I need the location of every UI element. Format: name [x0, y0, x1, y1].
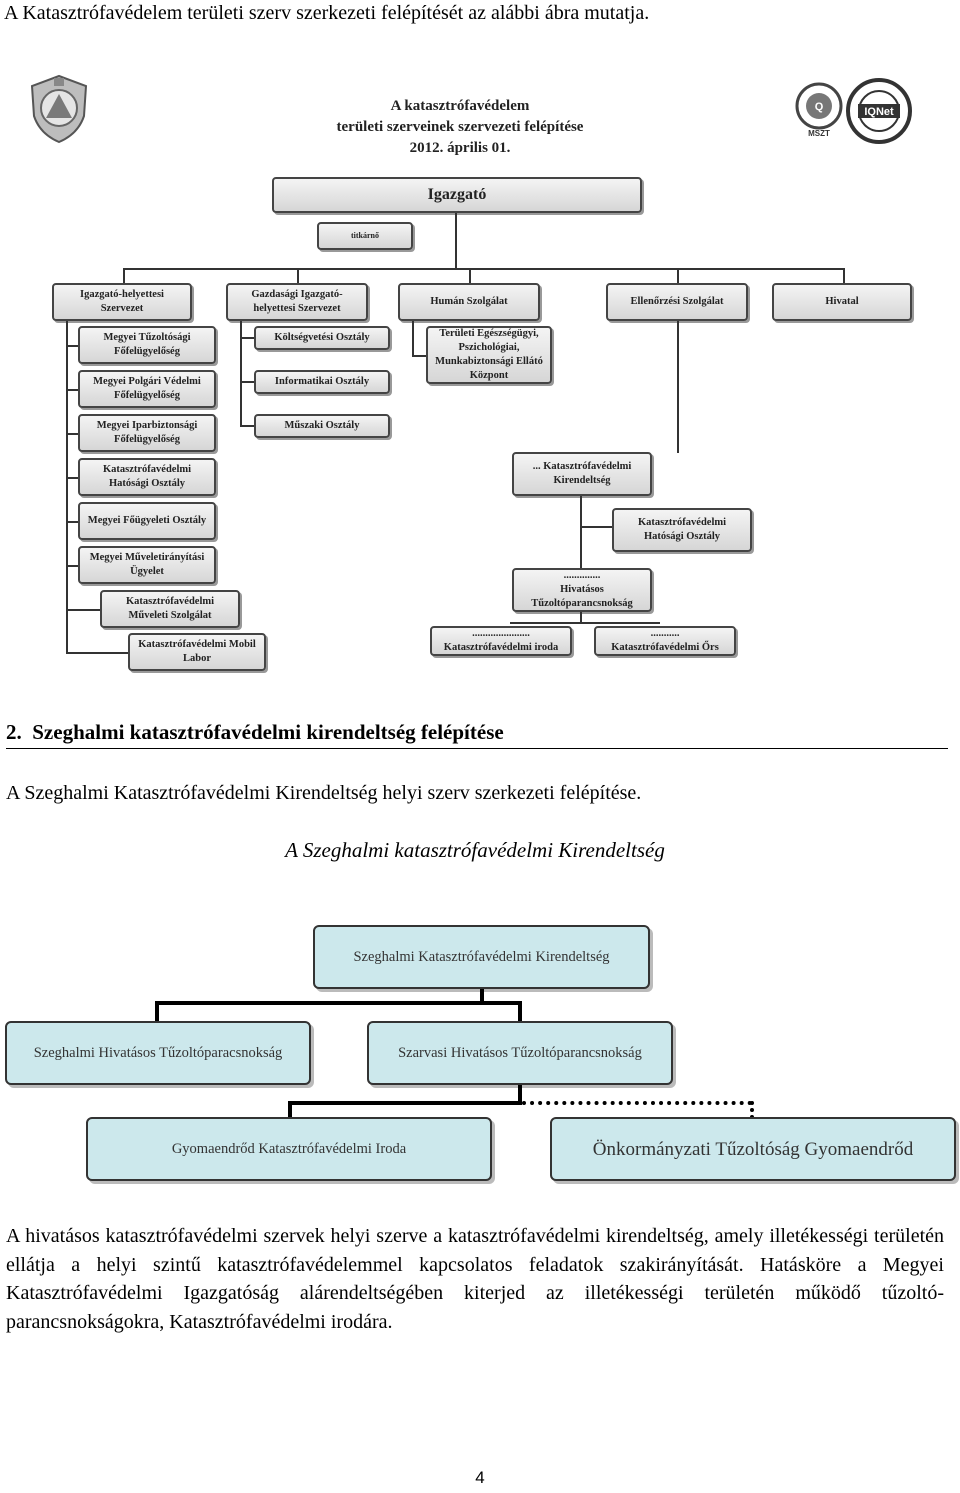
connector — [518, 1001, 522, 1021]
connector — [123, 268, 843, 270]
dept-human-service: Humán Szolgálat — [398, 283, 540, 321]
mszt-cert-logo: Q MSZT — [795, 82, 843, 138]
branch-authority-box: Katasztrófavédelmi Hatósági Osztály — [612, 508, 752, 552]
section-number: 2. — [6, 720, 22, 744]
connector — [580, 612, 582, 624]
fire-command-box: .............. Hivatásos Tűzoltóparancsn… — [512, 568, 652, 612]
unit-fire-inspectorate: Megyei Tűzoltósági Főfelügyelőség — [78, 326, 216, 364]
connector — [580, 496, 582, 568]
body-paragraph: A hivatásos katasztrófavédelmi szervek h… — [6, 1225, 944, 1333]
connector — [469, 268, 471, 284]
section-heading: 2. Szeghalmi katasztrófavédelmi kirendel… — [6, 720, 948, 749]
connector — [155, 1001, 522, 1005]
org-chart-title: A katasztrófavédelem területi szerveinek… — [300, 96, 620, 159]
connector — [297, 268, 299, 284]
placeholder-dots: .............. — [563, 570, 601, 581]
connector — [412, 321, 414, 357]
iqnet-cert-logo: IQNet — [846, 78, 912, 144]
connector — [66, 433, 78, 435]
dotted-connector — [750, 1101, 754, 1119]
unit-mobile-lab: Katasztrófavédelmi Mobil Labor — [128, 633, 266, 671]
connector — [843, 268, 845, 284]
svg-text:IQNet: IQNet — [864, 106, 894, 118]
connector — [240, 321, 242, 425]
svg-text:MSZT: MSZT — [808, 129, 830, 138]
fire-command-label: Hivatásos Tűzoltóparancsnokság — [531, 584, 633, 609]
placeholder-dots: ...................... — [472, 628, 530, 639]
connector — [240, 337, 254, 339]
svg-text:Q: Q — [815, 101, 824, 113]
left-child-box: Szeghalmi Hivatásos Tűzoltóparacsnokság — [5, 1021, 311, 1085]
connector — [288, 1101, 522, 1105]
unit-main-duty: Megyei Főügyeleti Osztály — [78, 502, 216, 540]
unit-operations-control: Megyei Műveletirányítási Ügyelet — [78, 546, 216, 584]
connector — [66, 609, 100, 611]
connector — [66, 521, 78, 523]
connector — [155, 1001, 159, 1021]
title-line: területi szerveinek szervezeti felépítés… — [336, 119, 584, 135]
dept-office: Hivatal — [772, 283, 912, 321]
coat-of-arms-seal — [30, 74, 88, 144]
org-chart-2-title: A Szeghalmi katasztrófavédelmi Kirendelt… — [285, 838, 665, 862]
page-number: 4 — [475, 1468, 485, 1487]
unit-it: Informatikai Osztály — [254, 370, 390, 394]
connector — [240, 381, 254, 383]
unit-technical: Műszaki Osztály — [254, 414, 390, 438]
connector — [66, 389, 78, 391]
unit-industrial-safety: Megyei Iparbiztonsági Főfelügyelőség — [78, 414, 216, 452]
connector — [510, 622, 660, 624]
office-box: ...................... Katasztrófavédelm… — [430, 626, 572, 656]
connector — [288, 1101, 292, 1117]
intro-sentence: A Katasztrófavédelem területi szerv szer… — [4, 2, 650, 24]
office-label: Katasztrófavédelmi iroda — [443, 642, 559, 653]
right-child-box: Szarvasi Hivatásos Tűzoltóparancsnokság — [367, 1021, 673, 1085]
unit-budget: Költségvetési Osztály — [254, 326, 390, 350]
unit-health-center: Területi Egészségügyi, Pszichológiai, Mu… — [426, 326, 552, 384]
connector — [518, 1085, 522, 1105]
connector — [66, 345, 78, 347]
connector — [677, 321, 679, 453]
connector — [412, 355, 426, 357]
connector — [580, 526, 614, 528]
municipal-fire-box: Önkormányzati Tűzoltóság Gyomaendrőd — [550, 1117, 956, 1181]
section-title: Szeghalmi katasztrófavédelmi kirendeltsé… — [32, 720, 504, 744]
connector — [66, 477, 78, 479]
dotted-connector — [522, 1101, 752, 1105]
unit-authority-dept: Katasztrófavédelmi Hatósági Osztály — [78, 458, 216, 496]
director-box: Igazgató — [272, 177, 642, 213]
unit-civil-protection: Megyei Polgári Védelmi Főfelügyelőség — [78, 370, 216, 408]
post-label: Katasztrófavédelmi Őrs — [611, 642, 719, 653]
placeholder-dots: ........... — [650, 628, 680, 639]
title-line: A katasztrófavédelem — [390, 98, 530, 114]
office-box-2: Gyomaendrőd Katasztrófavédelmi Iroda — [86, 1117, 492, 1181]
connector — [677, 268, 679, 284]
connector — [455, 213, 457, 269]
section-intro: A Szeghalmi Katasztrófavédelmi Kirendelt… — [6, 782, 642, 804]
connector — [480, 989, 484, 1003]
post-box: ........... Katasztrófavédelmi Őrs — [594, 626, 736, 656]
dept-economic-deputy: Gazdasági Igazgató-helyettesi Szervezet — [226, 283, 368, 321]
branch-box: ... Katasztrófavédelmi Kirendeltség — [512, 452, 652, 496]
dept-deputy-director: Igazgató-helyettesi Szervezet — [52, 283, 192, 321]
secretary-box: titkárnő — [317, 222, 413, 250]
title-line: 2012. április 01. — [409, 140, 511, 156]
connector — [66, 565, 78, 567]
connector — [66, 652, 128, 654]
connector — [123, 268, 125, 284]
connector — [240, 425, 254, 427]
dept-inspection-service: Ellenőrzési Szolgálat — [606, 283, 748, 321]
connector — [66, 321, 68, 652]
root-box: Szeghalmi Katasztrófavédelmi Kirendeltsé… — [313, 925, 650, 989]
unit-operations-service: Katasztrófavédelmi Műveleti Szolgálat — [100, 590, 240, 628]
